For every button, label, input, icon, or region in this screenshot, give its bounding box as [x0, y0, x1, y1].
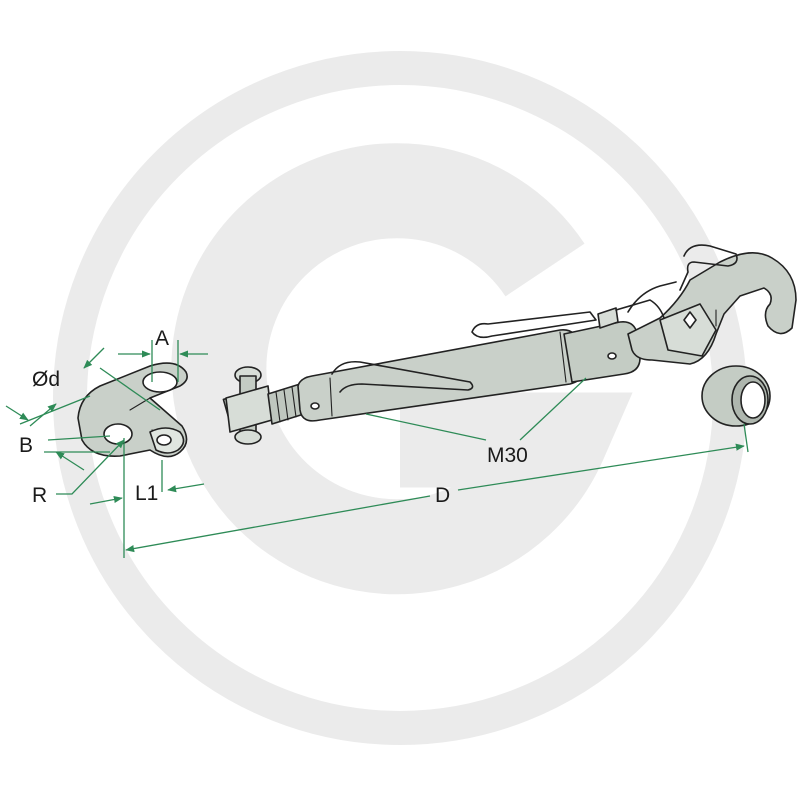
label-r: R: [32, 484, 47, 507]
ball-joint: [701, 365, 771, 427]
label-b: B: [19, 434, 33, 457]
label-m30: M30: [487, 444, 528, 467]
clevis-end: [77, 362, 188, 458]
label-diameter-d: Ød: [32, 368, 60, 391]
label-d: D: [435, 484, 450, 507]
label-a: A: [155, 327, 169, 350]
dimension-lines: [5, 340, 749, 558]
top-link-body: [222, 244, 797, 445]
label-l1: L1: [135, 482, 158, 505]
